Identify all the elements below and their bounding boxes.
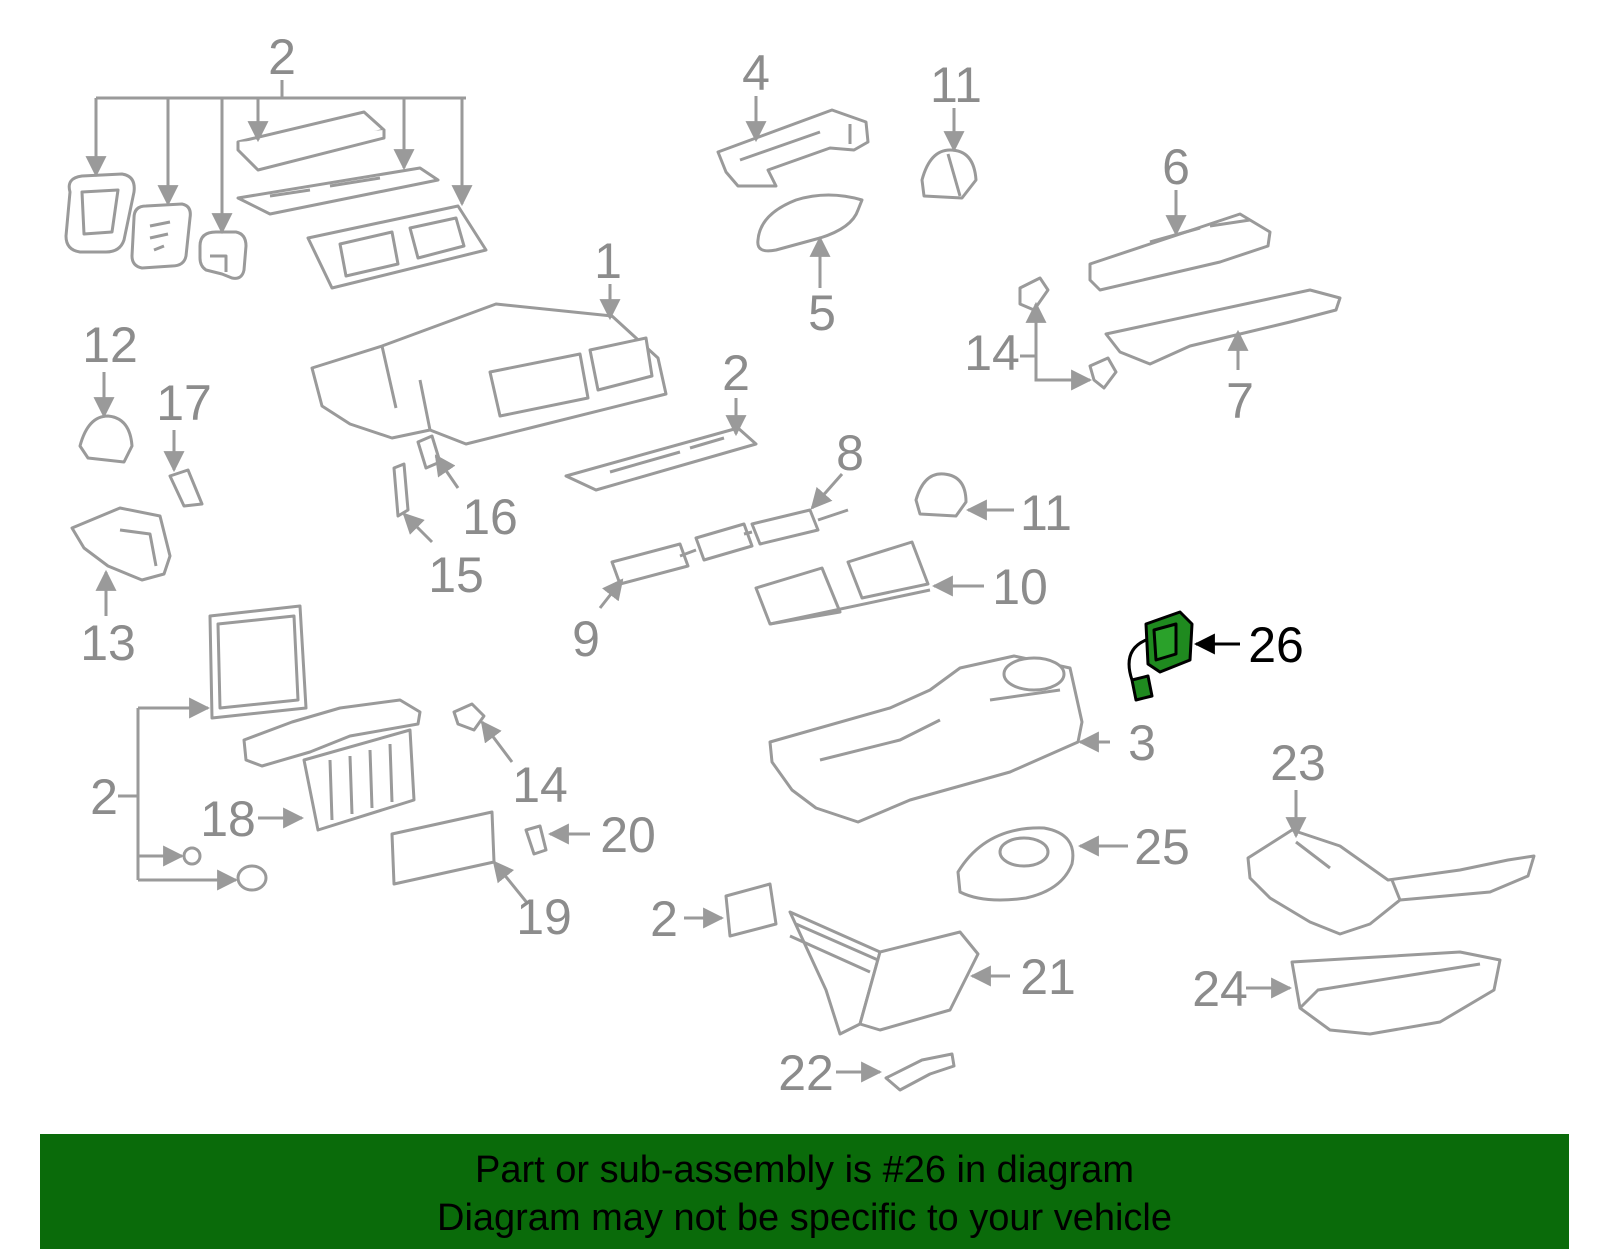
callout-12: 12 — [82, 317, 138, 373]
door-plates-part — [756, 542, 930, 624]
small-lever-part — [170, 470, 202, 506]
gasket-sheet-part — [392, 812, 494, 884]
callout-13: 13 — [80, 615, 136, 671]
callout-19: 19 — [516, 889, 572, 945]
long-vent-panel-part — [238, 168, 438, 214]
leader-8 — [810, 473, 844, 510]
link-arm-part — [418, 436, 440, 468]
blower-case-part — [770, 656, 1082, 822]
leader-14-mid — [480, 720, 514, 763]
floor-duct-part — [1292, 952, 1500, 1034]
mounting-bracket-part — [886, 1054, 954, 1090]
callout-8: 8 — [836, 425, 864, 481]
blower-motor-part — [958, 828, 1073, 900]
callout-5: 5 — [808, 285, 836, 341]
callout-2-bottom: 2 — [650, 891, 678, 947]
outlet-housing-part — [72, 508, 170, 580]
leader-9 — [598, 578, 624, 609]
cover-shell-part — [758, 195, 862, 251]
callout-11-mid: 11 — [1020, 485, 1072, 541]
callout-25: 25 — [1134, 819, 1190, 875]
heater-core-part — [790, 912, 978, 1034]
actuator-cap-part — [916, 474, 966, 516]
callout-11-top: 11 — [930, 57, 982, 113]
leader-15 — [402, 512, 434, 544]
callout-18: 18 — [200, 791, 256, 847]
callout-15: 15 — [428, 547, 484, 603]
blower-resistor-part — [1129, 612, 1192, 700]
clip-part — [454, 704, 484, 730]
seal-ring-part — [394, 464, 408, 516]
twin-outlet-panel-part — [308, 206, 486, 288]
heater-plate-part — [726, 884, 776, 936]
callout-23: 23 — [1270, 735, 1326, 791]
lower-duct-rail-part — [1106, 290, 1340, 364]
callout-20: 20 — [600, 807, 656, 863]
callout-2-mid: 2 — [722, 345, 750, 401]
actuator-cap-part — [922, 150, 976, 198]
callout-2-left: 2 — [90, 769, 118, 825]
callout-2-top: 2 — [268, 29, 296, 85]
callout-9: 9 — [572, 611, 600, 667]
rod-assembly-part — [612, 510, 848, 584]
duct-ring-part — [66, 174, 134, 252]
filter-strip-part — [238, 112, 384, 170]
banner-line-part-number: Part or sub-assembly is #26 in diagram — [475, 1149, 1134, 1191]
callout-16: 16 — [462, 489, 518, 545]
bracket-duct-part — [718, 110, 868, 186]
banner-line-disclaimer: Diagram may not be specific to your vehi… — [437, 1197, 1172, 1239]
clip-part — [1020, 278, 1116, 388]
cabin-filter-part — [210, 606, 306, 718]
callout-7: 7 — [1226, 373, 1254, 429]
info-banner: Part or sub-assembly is #26 in diagram D… — [40, 1134, 1569, 1249]
callout-24: 24 — [1192, 961, 1248, 1017]
vent-knob-part — [200, 232, 246, 278]
callout-14-top: 14 — [964, 325, 1020, 381]
callout-4: 4 — [742, 45, 770, 101]
callout-1: 1 — [594, 233, 622, 289]
callout-14-mid: 14 — [512, 757, 568, 813]
callout-17: 17 — [156, 375, 212, 431]
lower-duct-part — [1248, 830, 1534, 934]
callout-26: 26 — [1248, 617, 1304, 673]
callout-10: 10 — [992, 559, 1048, 615]
small-grommets-part — [184, 848, 266, 890]
leader-19 — [492, 860, 530, 905]
leader-14-top — [1034, 356, 1093, 391]
round-cap-part — [80, 416, 132, 462]
heater-case-part — [312, 304, 666, 444]
leader-16 — [434, 454, 460, 489]
callout-21: 21 — [1020, 949, 1076, 1005]
upper-duct-rail-part — [1090, 214, 1270, 290]
callout-6: 6 — [1162, 139, 1190, 195]
evaporator-core-part — [244, 700, 420, 830]
callout-3: 3 — [1128, 715, 1156, 771]
callout-22: 22 — [778, 1045, 834, 1101]
vent-grille-part — [132, 204, 190, 268]
clip-part — [526, 826, 546, 854]
flat-door-panel-part — [566, 428, 756, 490]
